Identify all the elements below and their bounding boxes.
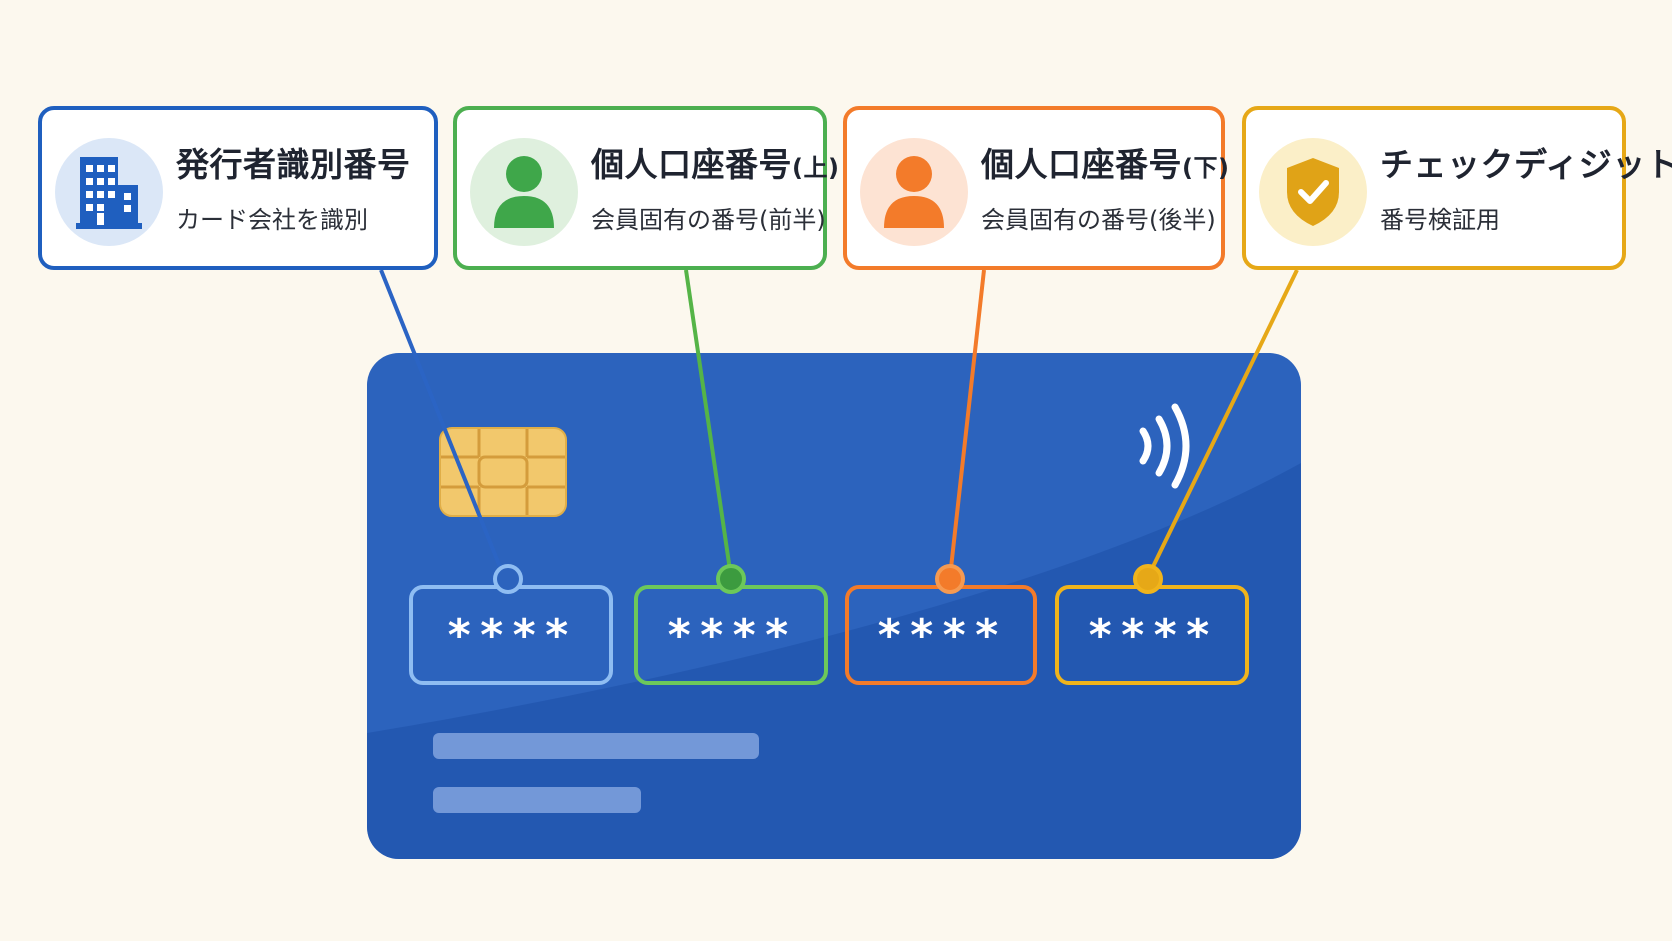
- contactless-icon: [1139, 403, 1190, 489]
- number-group-3: ****: [845, 585, 1037, 685]
- issuer-title: 発行者識別番号: [176, 145, 411, 184]
- shield-check-icon: [1287, 158, 1339, 226]
- number-group-4: ****: [1055, 585, 1249, 685]
- person-icon: [884, 156, 944, 228]
- account-upper-icon-badge: [470, 138, 578, 246]
- cardholder-line-2: [433, 787, 641, 813]
- account-lower-title: 個人口座番号: [981, 145, 1182, 184]
- account-lower-box: 個人口座番号(下) 会員固有の番号(後半): [843, 106, 1229, 270]
- card-sheen: [367, 463, 1301, 859]
- building-icon: [76, 157, 142, 229]
- credit-card: **** **** **** ****: [367, 353, 1301, 859]
- account-lower-subtitle: 会員固有の番号(後半): [981, 206, 1216, 234]
- account-upper-box: 個人口座番号(上) 会員固有の番号(前半): [453, 106, 839, 270]
- issuer-icon-badge: [55, 138, 163, 246]
- issuer-subtitle: カード会社を識別: [176, 206, 368, 234]
- account-upper-title-suffix: (上): [792, 154, 840, 182]
- check-digit-subtitle: 番号検証用: [1380, 206, 1500, 234]
- chip-icon: [439, 427, 567, 517]
- person-icon: [494, 156, 554, 228]
- check-digit-title: チェックディジット: [1380, 145, 1672, 184]
- number-group-2: ****: [634, 585, 828, 685]
- account-lower-icon-badge: [860, 138, 968, 246]
- cardholder-line-1: [433, 733, 759, 759]
- account-upper-title: 個人口座番号: [591, 145, 792, 184]
- issuer-id-box: 発行者識別番号 カード会社を識別: [38, 106, 438, 270]
- check-digit-box: チェックディジット 番号検証用: [1242, 106, 1672, 270]
- account-upper-subtitle: 会員固有の番号(前半): [591, 206, 826, 234]
- account-lower-title-suffix: (下): [1182, 154, 1230, 182]
- number-group-1: ****: [409, 585, 613, 685]
- check-digit-icon-badge: [1259, 138, 1367, 246]
